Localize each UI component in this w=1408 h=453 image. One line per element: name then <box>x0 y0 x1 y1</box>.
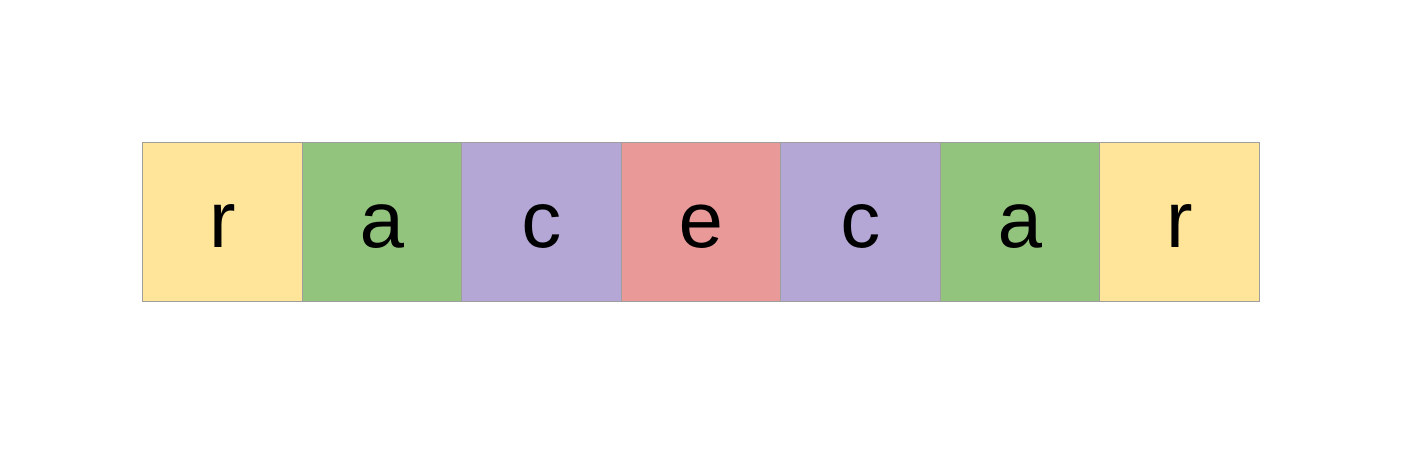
palindrome-letter-strip: r a c e c a r <box>142 142 1260 302</box>
letter-text: c <box>521 175 562 264</box>
letter-text: a <box>997 175 1043 264</box>
letter-cell: a <box>940 143 1100 301</box>
letter-cell: c <box>781 143 941 301</box>
letter-cell: e <box>621 143 781 301</box>
letter-text: r <box>208 175 236 264</box>
letter-cell: r <box>143 143 303 301</box>
letter-cell: a <box>302 143 462 301</box>
letter-cell: r <box>1100 143 1260 301</box>
letter-text: e <box>678 175 724 264</box>
letter-text: c <box>840 175 881 264</box>
letter-text: a <box>359 175 405 264</box>
letter-text: r <box>1165 175 1193 264</box>
letter-cell: c <box>462 143 622 301</box>
